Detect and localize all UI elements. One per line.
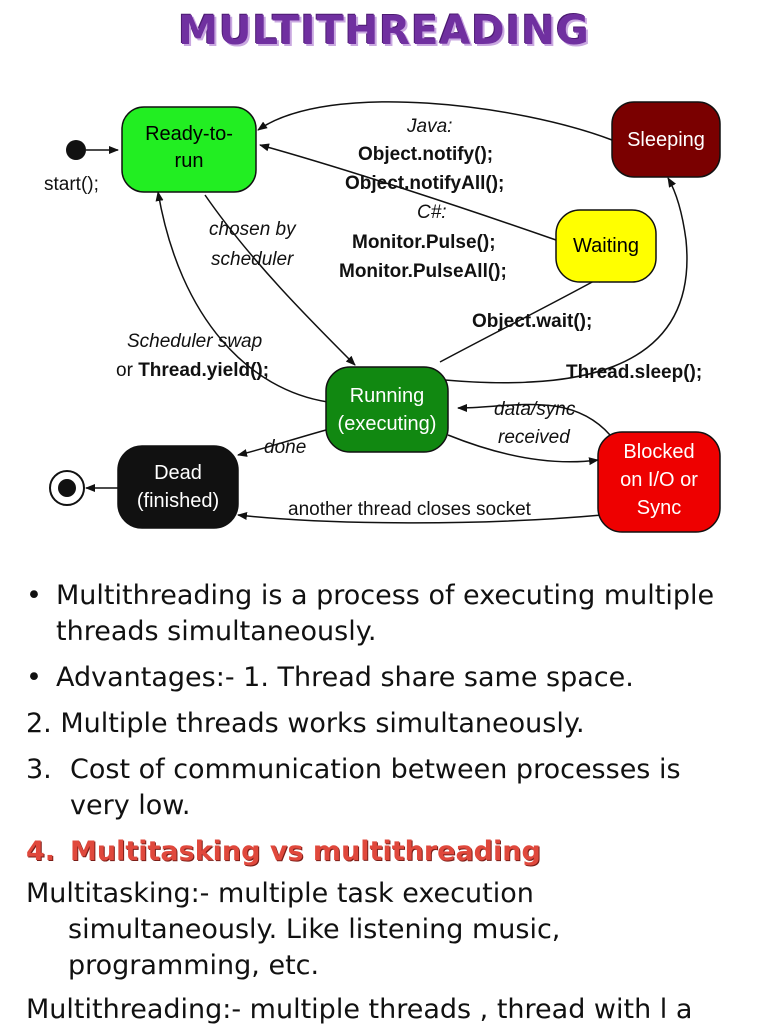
slide-body: • Multithreading is a process of executi… — [26, 578, 746, 1036]
label-data-1: data/sync — [494, 399, 576, 420]
edge-running-ready — [155, 191, 329, 403]
bullet-text-2: Advantages:- 1. Thread share same space. — [56, 662, 634, 693]
bullet-item: • Multithreading is a process of executi… — [26, 578, 746, 650]
label-closes-socket: another thread closes socket — [288, 499, 532, 520]
label-wait: Object.wait(); — [472, 311, 592, 332]
label-swap-2: or Thread.yield(); — [116, 360, 269, 381]
advantage-3-text: Cost of communication between processes … — [70, 754, 681, 821]
edge-waiting-ready — [259, 143, 557, 241]
edge-ready-running — [204, 194, 356, 366]
end-node-inner — [58, 479, 76, 497]
label-chosen-1: chosen by — [209, 219, 297, 240]
blocked-box — [597, 431, 721, 533]
advantage-3-number: 3. — [26, 754, 52, 785]
edge-running-dead — [237, 429, 327, 457]
edge-blocked-running — [457, 403, 611, 436]
start-node — [66, 140, 86, 160]
label-done: done — [264, 437, 306, 458]
sleeping-label: Sleeping — [627, 129, 705, 151]
label-data-2: received — [498, 427, 571, 448]
advantage-3: 3. Cost of communication between process… — [26, 752, 746, 824]
node-waiting: Waiting — [555, 209, 657, 283]
ready-box — [121, 106, 257, 193]
dead-line2: (finished) — [137, 490, 219, 512]
bullet-text-1: Multithreading is a process of executing… — [56, 580, 715, 647]
section-heading-number: 4. — [26, 836, 56, 867]
label-chosen-2: scheduler — [211, 249, 294, 270]
label-start: start(); — [44, 174, 99, 195]
label-pulse: Monitor.Pulse(); — [352, 232, 496, 253]
label-csharp: C#: — [417, 202, 447, 223]
blocked-line2: on I/O or — [620, 469, 698, 491]
edge-running-sleeping — [444, 177, 688, 384]
sleeping-box — [611, 101, 721, 178]
blocked-line3: Sync — [637, 497, 681, 519]
bullet-dot: • — [26, 580, 42, 611]
label-pulseall: Monitor.PulseAll(); — [339, 261, 507, 282]
edge-running-blocked — [447, 434, 599, 466]
diagram-edges — [85, 101, 688, 524]
waiting-box — [555, 209, 657, 283]
node-sleeping: Sleeping — [611, 101, 721, 178]
running-line1: Running — [350, 385, 425, 407]
blocked-line1: Blocked — [623, 441, 694, 463]
ready-line1: Ready-to- — [145, 123, 233, 145]
label-notifyall: Object.notifyAll(); — [345, 173, 504, 194]
node-dead: Dead (finished) — [117, 445, 239, 529]
bullet-item: • Advantages:- 1. Thread share same spac… — [26, 660, 746, 696]
bullet-dot: • — [26, 662, 42, 693]
page-title: MULTITHREADING — [178, 8, 590, 54]
running-box — [325, 366, 449, 453]
edge-sleeping-ready — [257, 101, 613, 141]
node-running: Running (executing) — [325, 366, 449, 453]
label-swap-1: Scheduler swap — [127, 331, 262, 352]
thread-state-diagram: Ready-to- run Sleeping Waiting Running (… — [44, 101, 721, 533]
edge-running-waiting — [439, 274, 606, 363]
label-notify: Object.notify(); — [358, 144, 493, 165]
label-java: Java: — [406, 116, 452, 137]
node-ready: Ready-to- run — [121, 106, 257, 193]
multitasking-definition: Multitasking:- multiple task execution s… — [26, 878, 561, 981]
waiting-label: Waiting — [573, 235, 639, 257]
advantage-2: 2. Multiple threads works simultaneously… — [26, 708, 585, 739]
section-heading: 4. Multitasking vs multithreading — [26, 834, 746, 870]
multithreading-definition: Multithreading:- multiple threads , thre… — [26, 994, 693, 1025]
section-heading-text: Multitasking vs multithreading — [70, 836, 541, 867]
label-sleep: Thread.sleep(); — [566, 362, 702, 383]
running-line2: (executing) — [338, 413, 437, 435]
edge-blocked-dead — [237, 511, 603, 524]
ready-line2: run — [175, 150, 204, 172]
node-blocked: Blocked on I/O or Sync — [597, 431, 721, 533]
dead-box — [117, 445, 239, 529]
dead-line1: Dead — [154, 462, 202, 484]
